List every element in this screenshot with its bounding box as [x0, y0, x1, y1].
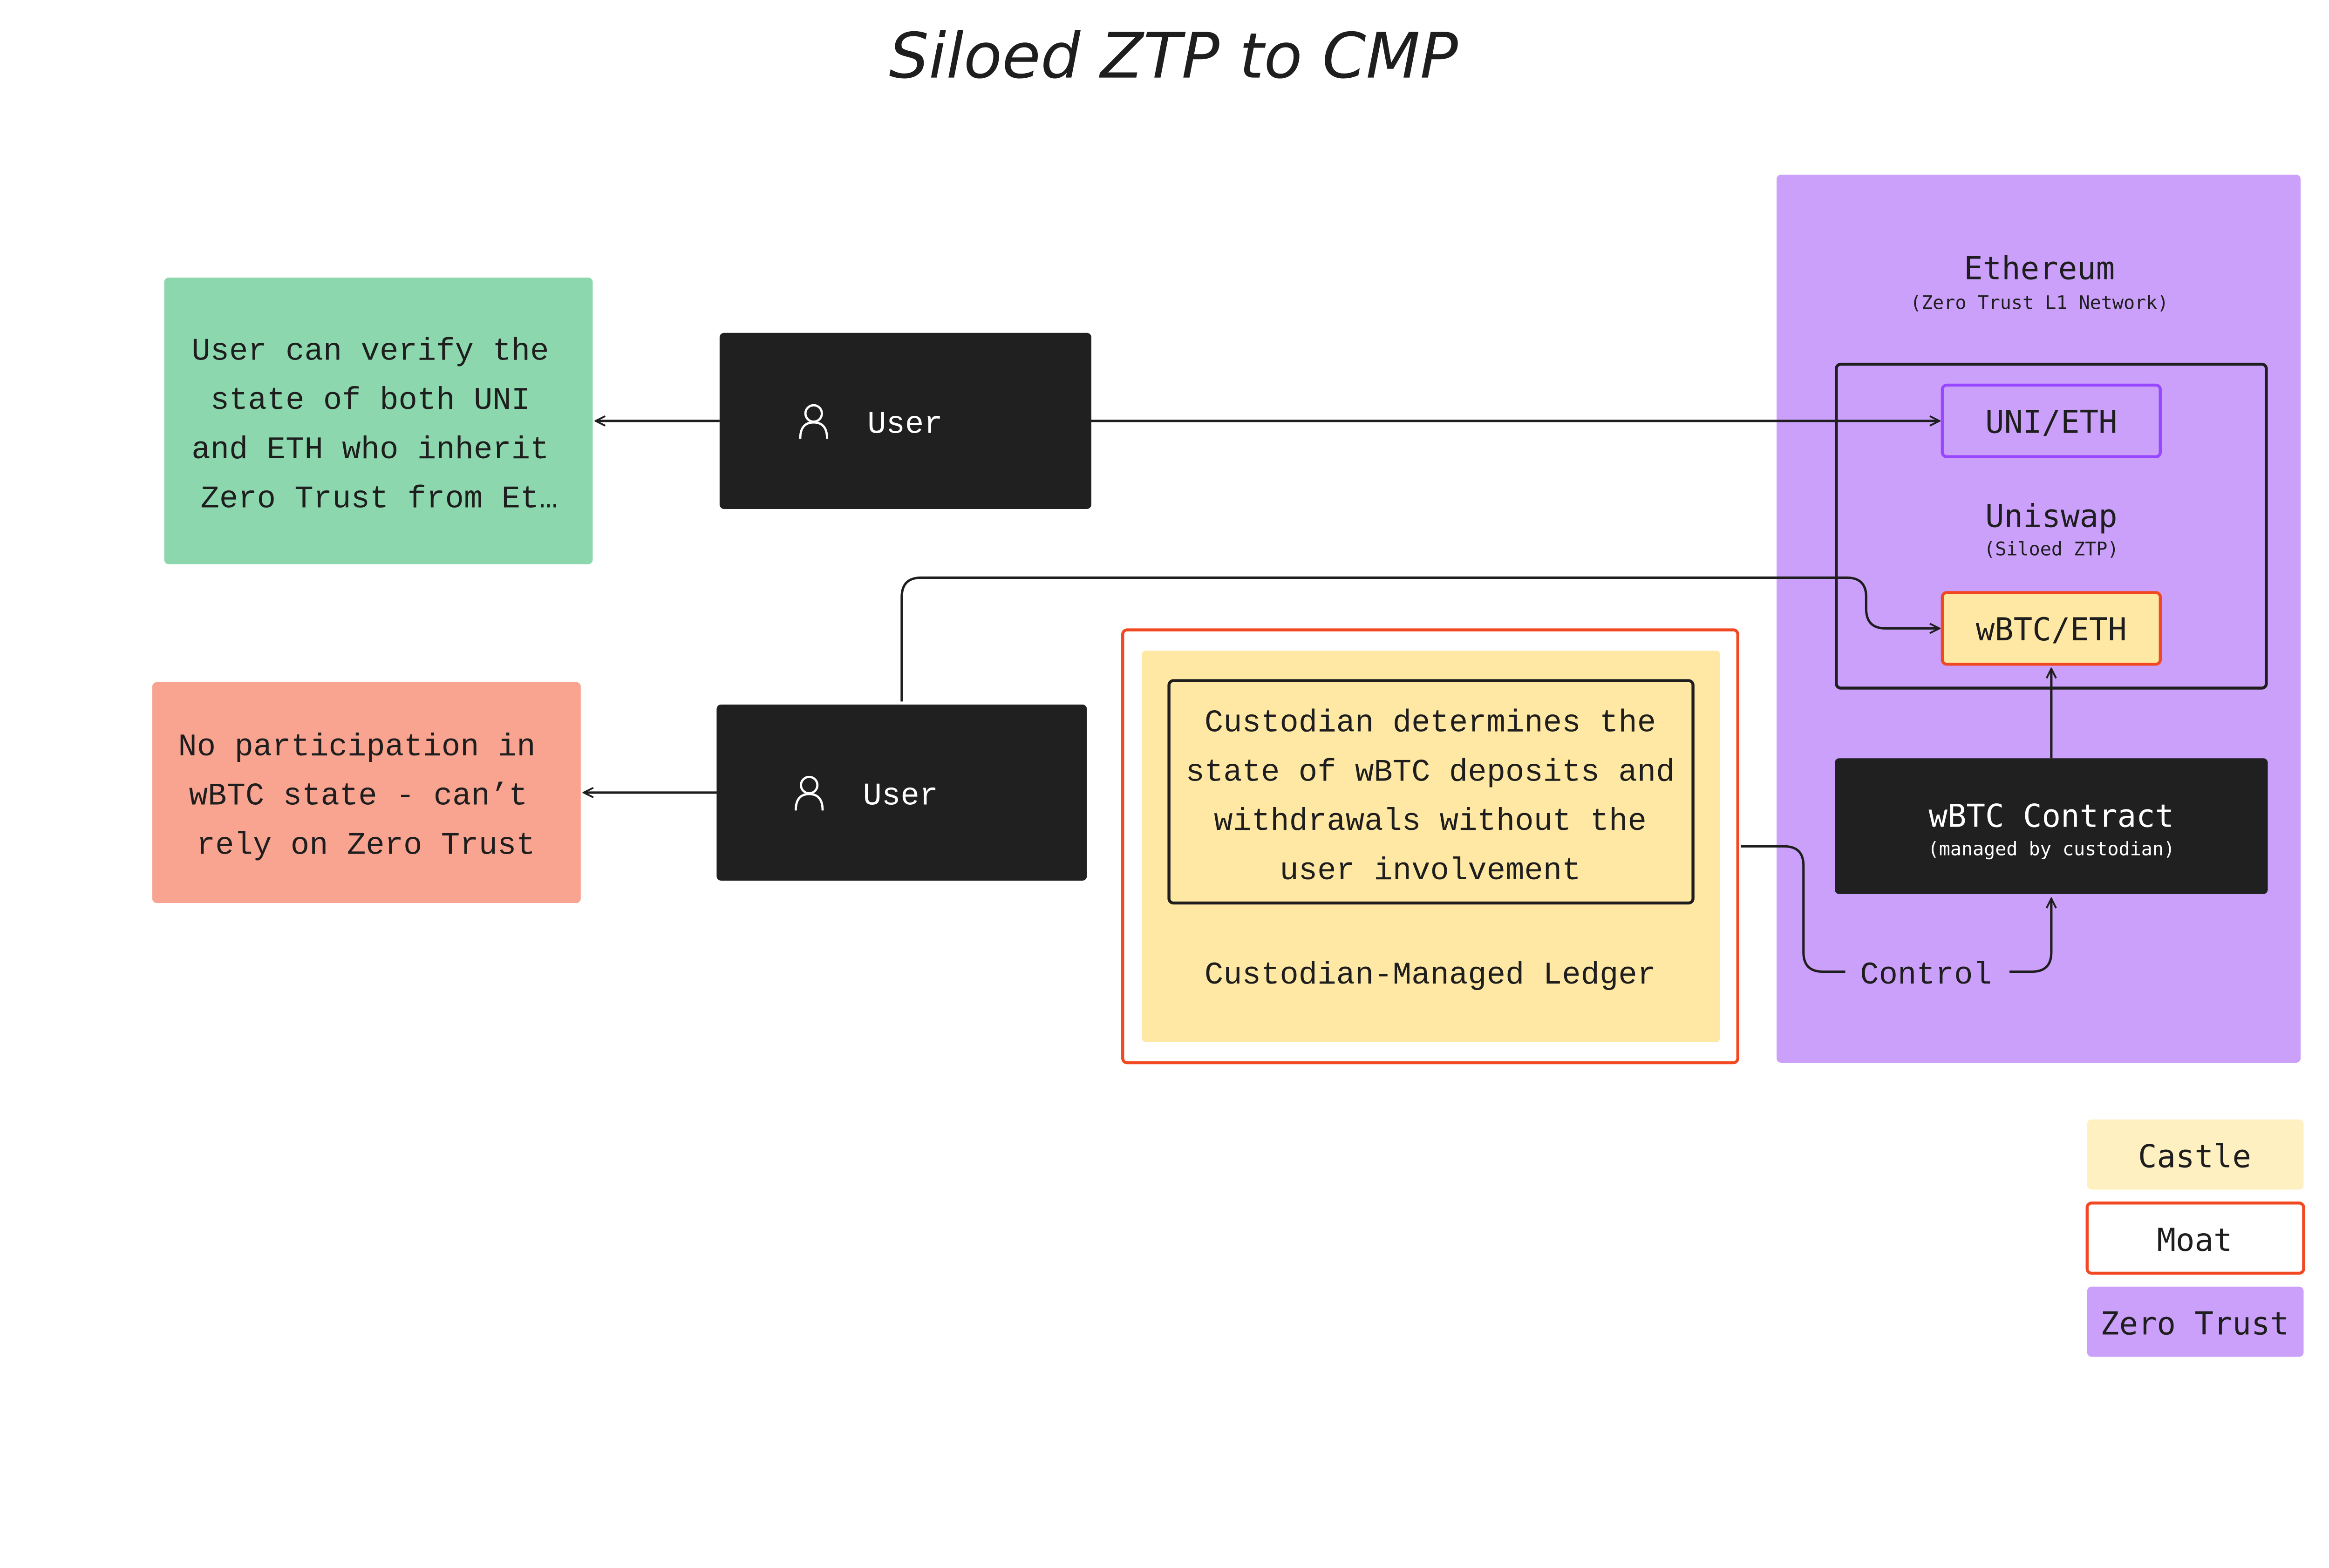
pool-uni-eth[interactable] [1941, 383, 2162, 458]
no-participation-note-line: No participation in [178, 730, 535, 765]
custodian-description-line: withdrawals without the [1214, 804, 1647, 840]
control-arrow [2009, 898, 2051, 973]
user-label: User [863, 779, 939, 815]
ethereum-subtitle: (Zero Trust L1 Network) [1910, 292, 2169, 313]
user-node-2[interactable] [716, 704, 1087, 881]
diagram-canvas: Siloed ZTP to CMP Ethereum (Zero Trust L… [152, 20, 2305, 1357]
user-label: User [867, 407, 943, 442]
wbtc-contract-node[interactable] [1835, 758, 2268, 894]
user2-to-wbtc-eth-arrow [900, 576, 1940, 702]
legend-castle [2087, 1119, 2304, 1190]
pool-wbtc-eth[interactable] [1941, 591, 2162, 666]
verify-note-line: state of both UNI [211, 383, 531, 419]
no-participation-note-line: rely on Zero Trust [197, 828, 535, 863]
custodian-description-line: Custodian determines the [1205, 706, 1656, 741]
custodian-ledger-label: Custodian-Managed Ledger [1205, 958, 1656, 993]
user-node-1[interactable] [719, 333, 1091, 509]
pool-uni-eth-label: UNI/ETH [1985, 404, 2118, 440]
legend-moat [2085, 1201, 2305, 1275]
diagram-title: Siloed ZTP to CMP [889, 20, 1458, 93]
wbtc-contract-subtitle: (managed by custodian) [1928, 839, 2175, 860]
custodian-description-line: state of wBTC deposits and [1186, 755, 1675, 790]
ethereum-title: Ethereum [1964, 250, 2115, 286]
legend-moat-label: Moat [2157, 1222, 2232, 1258]
user-icon [799, 404, 829, 439]
user-icon [794, 775, 824, 811]
pool-wbtc-eth-label: wBTC/ETH [1976, 611, 2127, 648]
verify-note-line: User can verify the [191, 334, 549, 369]
no-participation-note-line: wBTC state - can’t [189, 779, 528, 815]
custodian-description-line: user involvement [1280, 854, 1580, 889]
control-label: Control [1860, 958, 1992, 993]
legend-zero-trust-label: Zero Trust [2100, 1305, 2289, 1342]
verify-note [164, 278, 593, 564]
verify-note-line: and ETH who inherit [191, 433, 549, 468]
verify-note-line: Zero Trust from Et… [200, 482, 558, 517]
uniswap-subtitle: (Siloed ZTP) [1984, 538, 2118, 560]
legend-zero-trust [2087, 1286, 2304, 1357]
wbtc-contract-title: wBTC Contract [1928, 798, 2174, 835]
castle-ledger [1142, 651, 1720, 1042]
control-connector-left [1741, 845, 1845, 973]
legend-castle-label: Castle [2138, 1138, 2251, 1174]
custodian-description-box [1167, 679, 1695, 905]
uniswap-title: Uniswap [1985, 498, 2118, 534]
no-participation-note [152, 682, 581, 903]
